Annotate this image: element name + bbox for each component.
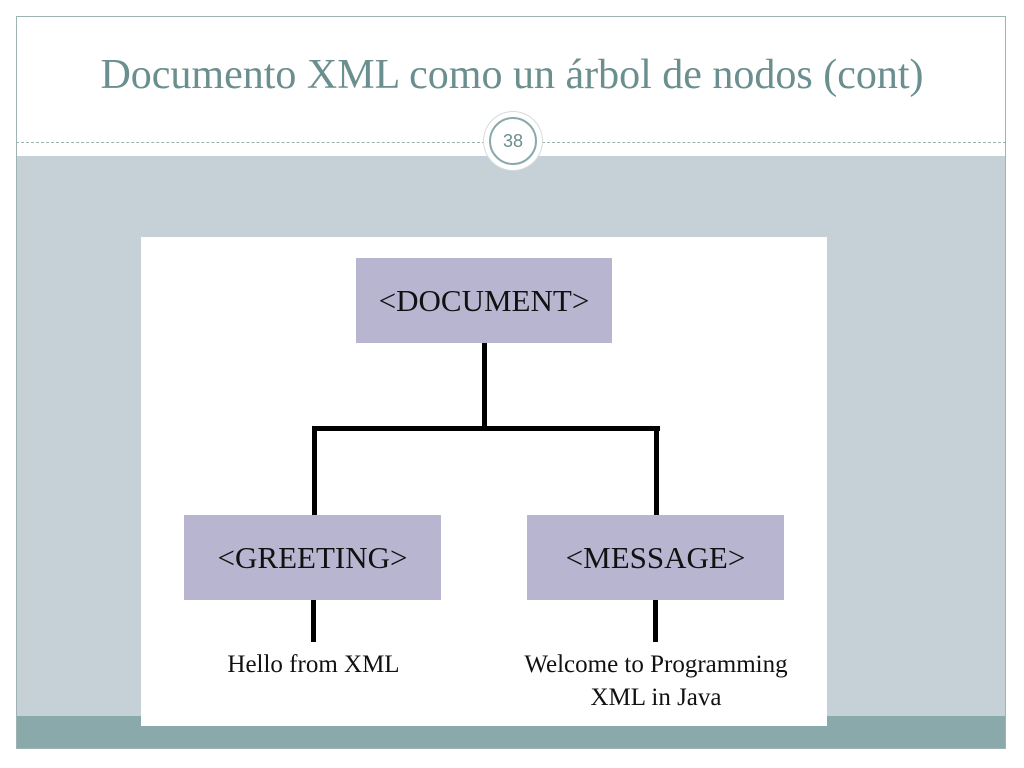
page-number: 38: [489, 117, 537, 165]
connector-root-stem: [482, 343, 487, 429]
text-node-greeting: Hello from XML: [227, 651, 400, 678]
text-node-message-line1: Welcome to Programming: [524, 651, 788, 678]
text-node-message-line2: XML in Java: [590, 683, 722, 711]
connector-message-text: [653, 600, 658, 642]
connector-horizontal: [312, 426, 660, 431]
node-document: <DOCUMENT>: [356, 258, 612, 343]
connector-greeting-text: [311, 600, 316, 642]
node-message: <MESSAGE>: [527, 515, 784, 600]
page-number-badge: 38: [484, 112, 542, 170]
text-node-message: Welcome to Programming XML in Java: [486, 649, 826, 714]
slide-title: Documento XML como un árbol de nodos (co…: [100, 52, 924, 98]
connector-left-drop: [312, 426, 317, 515]
node-greeting: <GREETING>: [184, 515, 441, 600]
xml-tree-diagram: <DOCUMENT> <GREETING> <MESSAGE> Hello fr…: [141, 237, 827, 726]
connector-right-drop: [654, 426, 659, 515]
